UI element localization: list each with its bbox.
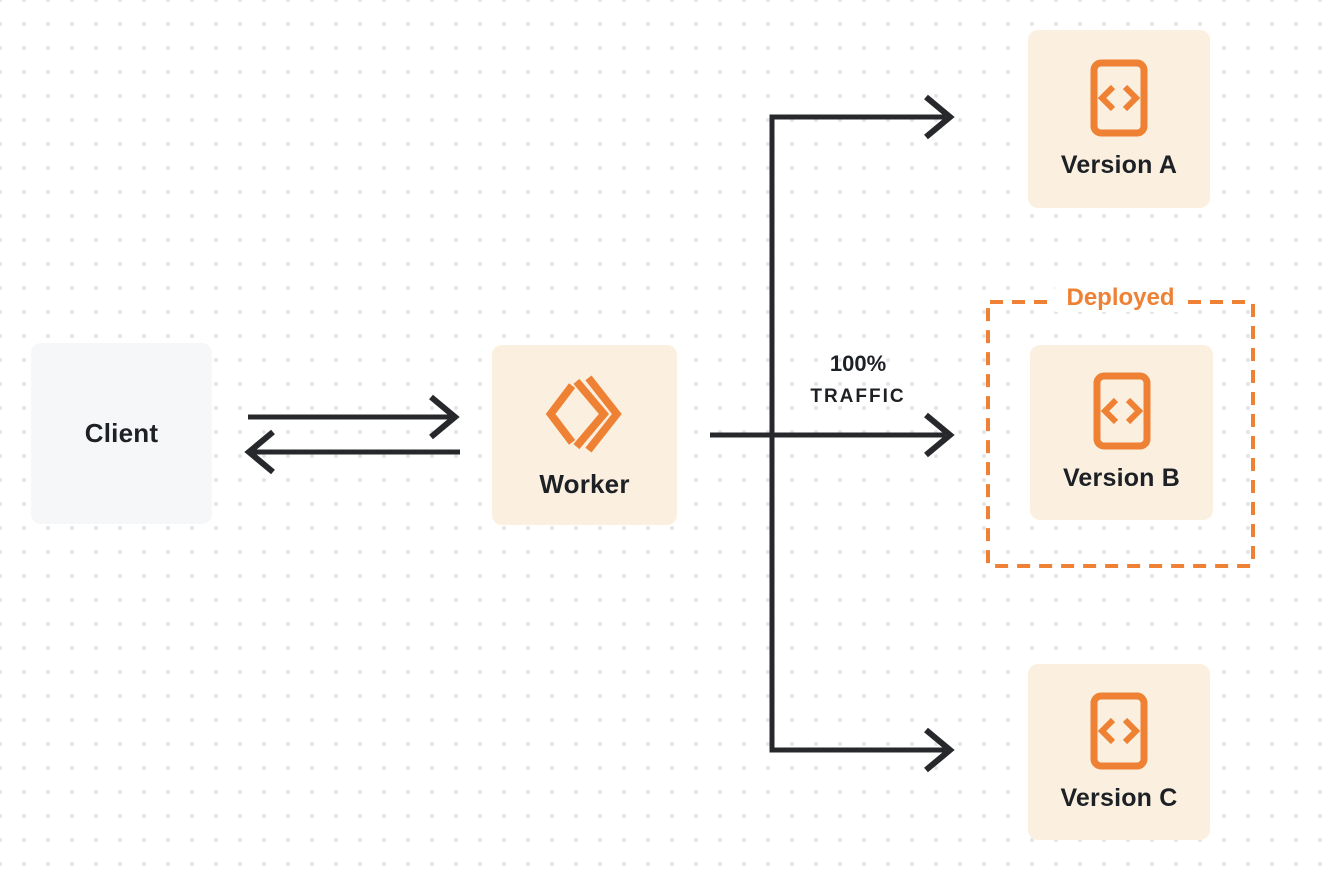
node-version-a: Version A [1028, 30, 1210, 208]
version-c-label: Version C [1060, 783, 1178, 812]
deployed-label: Deployed [1054, 284, 1187, 312]
node-client: Client [31, 343, 212, 524]
traffic-word-label: TRAFFIC [810, 386, 906, 407]
node-version-b: Version B [1030, 345, 1213, 520]
version-a-label: Version A [1060, 150, 1178, 179]
arrow-branch-to-version-a [769, 94, 955, 435]
code-file-icon [1093, 372, 1150, 450]
arrow-client-to-worker [248, 394, 460, 440]
code-file-icon [1090, 692, 1148, 769]
arrow-worker-to-version-b [710, 412, 955, 458]
client-label: Client [84, 418, 159, 448]
node-worker: Worker [492, 345, 677, 525]
node-version-c: Version C [1028, 664, 1210, 840]
worker-label: Worker [539, 468, 630, 499]
arrow-worker-to-client [244, 429, 460, 475]
double-chevron-diamond-icon [545, 374, 622, 453]
traffic-annotation: 100% TRAFFIC [780, 351, 936, 408]
traffic-percent-label: 100% [829, 351, 887, 376]
version-b-label: Version B [1062, 464, 1181, 492]
deployed-region: Deployed [986, 284, 1255, 568]
code-file-icon [1090, 59, 1148, 136]
arrow-branch-to-version-c [769, 435, 955, 773]
